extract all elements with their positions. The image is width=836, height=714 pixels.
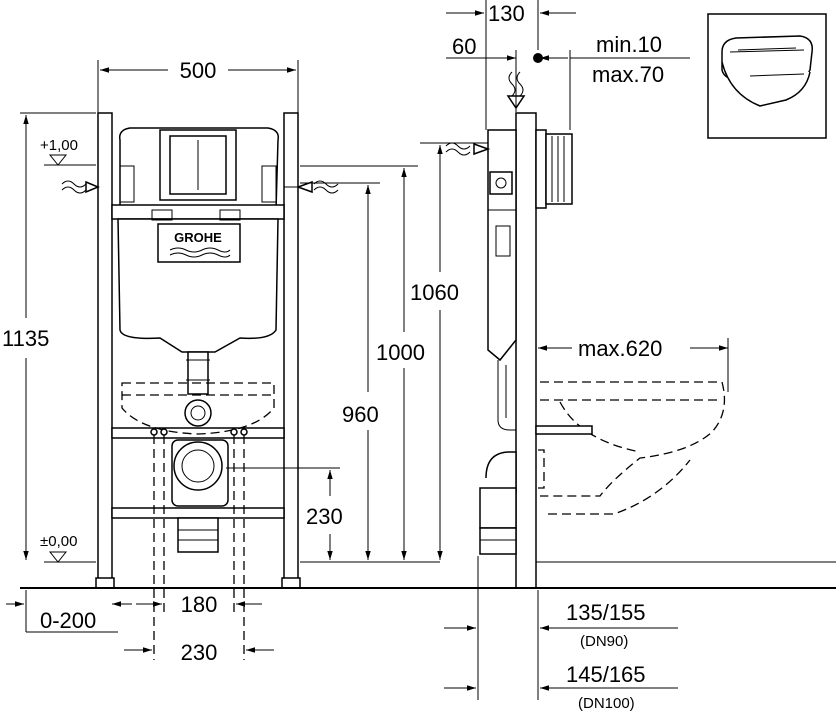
svg-text:max.620: max.620 [578, 336, 662, 361]
dimension-180: 180 [136, 505, 262, 617]
brand-logo-text: GROHE [174, 230, 222, 245]
svg-text:min.10: min.10 [596, 32, 662, 57]
frame-left-upright [97, 112, 113, 588]
svg-text:1000: 1000 [376, 340, 425, 365]
water-supply-icon [313, 180, 339, 188]
front-view: GROHE [2, 58, 490, 665]
dimension-0-200: 0-200 [6, 590, 132, 633]
frame-left-foot [95, 577, 115, 589]
side-view: 130 60 min.10 max.70 max.620 [440, 0, 836, 712]
svg-text:±0,00: ±0,00 [40, 533, 77, 550]
cistern: GROHE [111, 127, 285, 427]
svg-text:(DN90): (DN90) [580, 633, 628, 650]
frame-crossbar-lower [111, 507, 285, 519]
dimension-1000: 1000 [300, 165, 425, 560]
svg-text:500: 500 [180, 58, 217, 83]
dimension-960: 960 [300, 182, 380, 560]
svg-text:145/165: 145/165 [566, 662, 646, 687]
water-supply-icon [61, 180, 87, 188]
dimension-dn100: 145/165 (DN100) [444, 662, 678, 712]
side-frame-upright [515, 112, 537, 589]
dimension-500: 500 [97, 58, 299, 113]
level-marker-floor: ±0,00 [40, 533, 96, 563]
svg-text:0-200: 0-200 [40, 608, 96, 633]
toilet-thumbnail [707, 13, 827, 139]
waste-outlet [171, 439, 229, 553]
dimension-230-vertical: 230 [226, 467, 343, 560]
svg-text:230: 230 [181, 640, 218, 665]
dimension-130: 130 [446, 0, 576, 130]
frame-right-foot [281, 577, 301, 589]
dimension-min-max: min.10 max.70 [540, 32, 690, 130]
svg-text:135/155: 135/155 [566, 600, 646, 625]
frame-crossbar-upper [111, 427, 285, 439]
level-marker-top: +1,00 [20, 112, 96, 166]
svg-text:(DN100): (DN100) [578, 695, 635, 712]
bowl-outline-front [121, 382, 275, 435]
dimension-max-620: max.620 [538, 336, 729, 392]
svg-text:180: 180 [181, 592, 218, 617]
brand-logo-plate [157, 223, 241, 263]
dimension-230-horizontal: 230 [124, 505, 274, 665]
svg-text:max.70: max.70 [592, 62, 664, 87]
dimension-60: 60 [446, 34, 517, 112]
svg-text:1135: 1135 [2, 326, 49, 351]
dimension-1135: 1135 [2, 115, 49, 560]
frame-right-upright [283, 112, 299, 588]
bowl-outline-side [540, 381, 726, 497]
svg-text:230: 230 [306, 504, 343, 529]
svg-text:960: 960 [342, 402, 379, 427]
dimension-dn90: 135/155 (DN90) [444, 556, 678, 700]
water-inlet-icon [508, 71, 516, 97]
water-supply-icon [445, 142, 471, 150]
svg-text:+1,00: +1,00 [40, 137, 78, 154]
svg-text:60: 60 [452, 34, 476, 59]
svg-text:130: 130 [488, 1, 525, 26]
dimension-1060: 1060 [410, 142, 490, 560]
svg-text:1060: 1060 [410, 280, 459, 305]
